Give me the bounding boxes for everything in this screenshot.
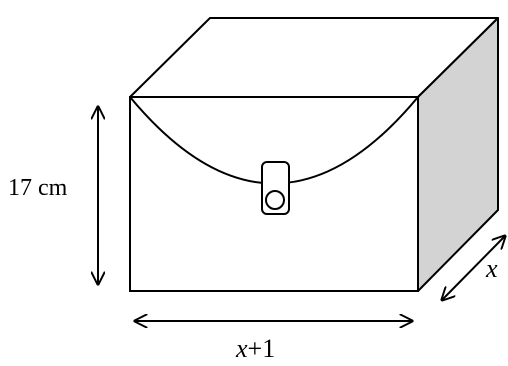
width-label: x+1 bbox=[235, 334, 275, 361]
height-label: 17 cm bbox=[8, 175, 68, 201]
width-label-operation: +1 bbox=[248, 334, 276, 361]
depth-label: x bbox=[485, 254, 498, 283]
clasp-button-icon bbox=[265, 190, 285, 210]
depth-arrow bbox=[442, 236, 505, 300]
width-label-variable: x bbox=[235, 334, 248, 361]
